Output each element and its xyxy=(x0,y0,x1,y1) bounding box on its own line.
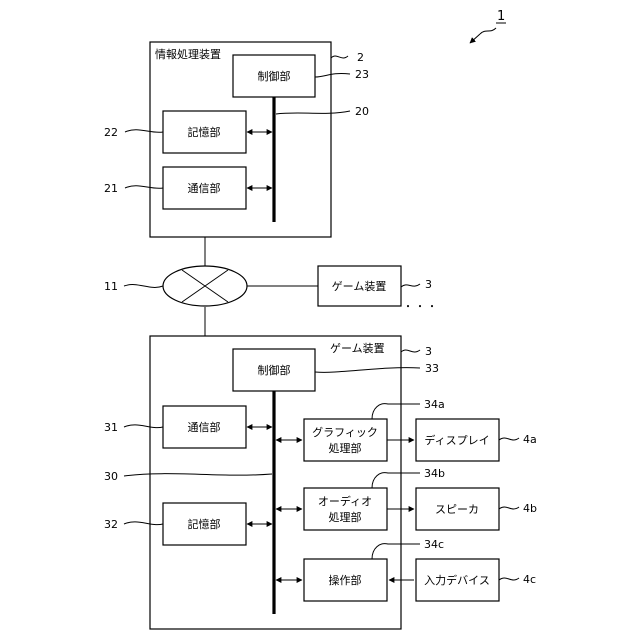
graphics-label-line1: グラフィック xyxy=(312,425,378,439)
game-storage-label: 記憶部 xyxy=(188,517,221,531)
audio-ref: 34b xyxy=(424,467,445,480)
info-device-ref: 2 xyxy=(357,51,364,64)
info-bus-ref: 20 xyxy=(355,105,369,118)
speaker-label: スピーカ xyxy=(435,503,479,516)
input-device-leader xyxy=(499,578,519,580)
graphics-ref: 34a xyxy=(424,398,445,411)
game-control-ref: 33 xyxy=(425,362,439,375)
game-comm-ref: 31 xyxy=(104,421,118,434)
network-ref: 11 xyxy=(104,280,118,293)
game-comm-label: 通信部 xyxy=(188,420,221,434)
game-bus-ref: 30 xyxy=(104,470,118,483)
info-device-ref-leader xyxy=(331,56,348,58)
game-device-ref-leader xyxy=(401,350,420,352)
info-storage-ref: 22 xyxy=(104,126,118,139)
game-storage-ref: 32 xyxy=(104,518,118,531)
info-comm-ref: 21 xyxy=(104,182,118,195)
info-storage-label: 記憶部 xyxy=(188,125,221,139)
audio-label-line2: 処理部 xyxy=(329,510,362,524)
operation-ref: 34c xyxy=(424,538,444,551)
game-device-ref: 3 xyxy=(425,345,432,358)
network-leader xyxy=(124,285,163,288)
other-game-leader xyxy=(401,284,420,287)
info-comm-label: 通信部 xyxy=(188,181,221,195)
speaker-ref: 4b xyxy=(523,502,537,515)
display-leader xyxy=(499,438,519,440)
display-ref: 4a xyxy=(523,433,537,446)
input-device-label: 入力デバイス xyxy=(424,573,490,587)
info-control-ref: 23 xyxy=(355,68,369,81)
game-device-title: ゲーム装置 xyxy=(330,342,385,355)
operation-label: 操作部 xyxy=(329,573,362,587)
input-device-ref: 4c xyxy=(523,573,536,586)
figure-ref: 1 xyxy=(497,9,505,24)
other-game-ref: 3 xyxy=(425,278,432,291)
speaker-leader xyxy=(499,507,519,509)
graphics-label-line2: 処理部 xyxy=(329,441,362,455)
audio-label-line1: オーディオ xyxy=(318,494,372,508)
other-game-label: ゲーム装置 xyxy=(332,280,387,293)
figure-ref-arrow xyxy=(470,34,480,43)
figure-ref-leader xyxy=(480,28,496,34)
game-control-label: 制御部 xyxy=(258,363,291,377)
display-label: ディスプレイ xyxy=(424,433,489,447)
info-device-title: 情報処理装置 xyxy=(155,48,221,61)
info-control-label: 制御部 xyxy=(258,69,291,83)
other-game-ellipsis: ・・・ xyxy=(403,302,439,313)
